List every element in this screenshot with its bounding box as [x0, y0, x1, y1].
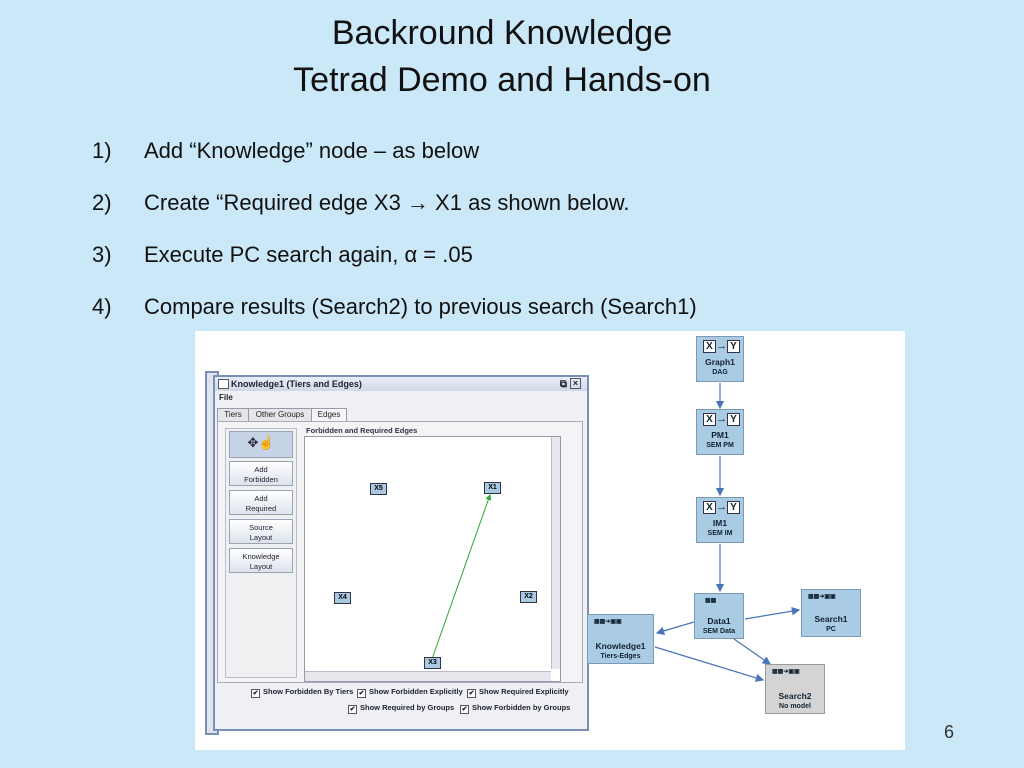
arrow-knowledge-search2 — [654, 646, 765, 682]
flow-node-graph1[interactable]: X→Y Graph1 DAG — [696, 336, 744, 382]
flow-node-sub: PC — [826, 626, 836, 633]
close-icon[interactable]: × — [570, 378, 581, 389]
flow-node-search2[interactable]: ▦▦➔▣▣ Search2 No model — [765, 664, 825, 714]
flow-node-knowledge1[interactable]: ▦▦➔▣▣ Knowledge1 Tiers-Edges — [587, 614, 654, 664]
bullet-text: Add “Knowledge” node – as below — [144, 138, 480, 163]
checkbox-box[interactable]: ✔ — [357, 689, 366, 698]
checkbox-required-by-groups[interactable]: ✔Show Required by Groups — [348, 703, 454, 714]
flow-node-name: Search2 — [778, 691, 812, 701]
move-cursor-icon: ✥☝ — [247, 435, 275, 450]
node-x3[interactable]: X3 — [424, 657, 441, 669]
tab-edges[interactable]: Edges — [311, 408, 347, 422]
checkbox-label: Show Required by Groups — [360, 703, 455, 712]
flow-node-name: Data1 — [707, 616, 731, 626]
canvas-label: Forbidden and Required Edges — [306, 426, 418, 435]
checkbox-box[interactable]: ✔ — [467, 689, 476, 698]
button-label-line1: Source — [249, 523, 273, 532]
checkbox-required-explicitly[interactable]: ✔Show Required Explicitly — [467, 687, 569, 698]
search-data-graph-icon: ▦▦➔▣▣ — [808, 594, 836, 600]
flow-node-name: Search1 — [814, 614, 848, 624]
pm-xy-icon: X→Y — [703, 413, 740, 426]
node-x1[interactable]: X1 — [484, 482, 501, 494]
slide-title-line2: Tetrad Demo and Hands-on — [293, 61, 711, 99]
bullet-text: Compare results (Search2) to previous se… — [144, 294, 697, 319]
flow-node-sub: SEM PM — [706, 442, 734, 449]
graph-xy-icon: X→Y — [703, 340, 740, 353]
knowledge-icon: ▦▦➔▣▣ — [594, 619, 622, 625]
checkbox-label: Show Forbidden Explicitly — [369, 687, 463, 696]
button-label-line2: Layout — [249, 562, 273, 571]
slide-title-line1: Backround Knowledge — [331, 14, 673, 52]
flow-node-sub: SEM IM — [707, 530, 733, 537]
arrow-data-knowledge — [655, 621, 695, 635]
node-x5[interactable]: X5 — [370, 483, 387, 495]
search-data-graph-icon: ▦▦➔▣▣ — [772, 669, 800, 675]
checkbox-label: Show Forbidden by Groups — [472, 703, 571, 712]
checkbox-box[interactable]: ✔ — [460, 705, 469, 714]
flow-node-data1[interactable]: ▦▦ Data1 SEM Data — [694, 593, 744, 639]
button-label-line1: Add — [254, 465, 268, 474]
screenshot-panel: Knowledge1 (Tiers and Edges) ⧉ × File Ti… — [195, 331, 905, 750]
horizontal-scrollbar[interactable] — [305, 671, 551, 681]
node-x2[interactable]: X2 — [520, 591, 537, 603]
button-label-line2: Required — [245, 504, 277, 513]
button-label-line1: Add — [254, 494, 268, 503]
vertical-scrollbar[interactable] — [551, 437, 560, 669]
window-icon — [218, 379, 229, 389]
arrow-data-search2 — [733, 638, 771, 665]
knowledge-window[interactable]: Knowledge1 (Tiers and Edges) ⧉ × File Ti… — [213, 375, 589, 731]
required-edge-x3-x1[interactable] — [431, 494, 492, 660]
flow-arrows — [654, 383, 801, 682]
bullet-text: Create “Required edge X3 → X1 as shown b… — [144, 190, 630, 215]
button-label-line2: Layout — [249, 533, 273, 542]
flow-node-search1[interactable]: ▦▦➔▣▣ Search1 PC — [801, 589, 861, 637]
arrow-data-search1 — [744, 607, 801, 620]
flow-node-name: Knowledge1 — [595, 641, 646, 651]
checkbox-forbidden-by-groups[interactable]: ✔Show Forbidden by Groups — [460, 703, 570, 714]
checkbox-label: Show Forbidden By Tiers — [263, 687, 354, 696]
bullet-text: Execute PC search again, α = .05 — [144, 242, 473, 267]
flow-node-sub: No model — [779, 703, 811, 710]
flow-node-im1[interactable]: X→Y IM1 SEM IM — [696, 497, 744, 543]
flow-node-sub: DAG — [712, 369, 728, 376]
window-title: Knowledge1 (Tiers and Edges) — [231, 379, 362, 389]
node-x4[interactable]: X4 — [334, 592, 351, 604]
window-titlebar[interactable]: Knowledge1 (Tiers and Edges) ⧉ × — [215, 377, 587, 391]
menubar: File — [215, 391, 587, 405]
bullet-number: 3) — [92, 242, 112, 267]
flow-node-pm1[interactable]: X→Y PM1 SEM PM — [696, 409, 744, 455]
button-label-line2: Forbidden — [244, 475, 278, 484]
flow-node-name: Graph1 — [705, 357, 735, 367]
menu-file[interactable]: File — [219, 393, 233, 402]
im-xy-icon: X→Y — [703, 501, 740, 514]
checkbox-forbidden-explicitly[interactable]: ✔Show Forbidden Explicitly — [357, 687, 463, 698]
flow-node-sub: SEM Data — [702, 628, 736, 635]
required-edge-layer — [431, 494, 492, 660]
knowledge-canvas[interactable]: X5 X1 X4 X2 X3 — [304, 436, 561, 682]
flow-node-sub: Tiers-Edges — [600, 653, 641, 660]
maximize-icon[interactable]: ⧉ — [559, 379, 567, 390]
display-options: ✔Show Forbidden By Tiers ✔Show Forbidden… — [217, 683, 581, 723]
select-move-button[interactable]: ✥☝ — [229, 431, 293, 458]
checkbox-label: Show Required Explicitly — [479, 687, 569, 696]
data-table-icon: ▦▦ — [705, 598, 717, 604]
bullet-number: 2) — [92, 190, 112, 215]
page-number: 6 — [944, 722, 955, 742]
checkbox-box[interactable]: ✔ — [251, 689, 260, 698]
bullet-number: 4) — [92, 294, 112, 319]
checkbox-forbidden-by-tiers[interactable]: ✔Show Forbidden By Tiers — [251, 687, 353, 698]
button-label-line1: Knowledge — [242, 552, 280, 561]
flow-node-name: IM1 — [712, 518, 728, 528]
bullet-number: 1) — [92, 138, 112, 163]
checkbox-box[interactable]: ✔ — [348, 705, 357, 714]
flow-node-name: PM1 — [711, 430, 729, 440]
